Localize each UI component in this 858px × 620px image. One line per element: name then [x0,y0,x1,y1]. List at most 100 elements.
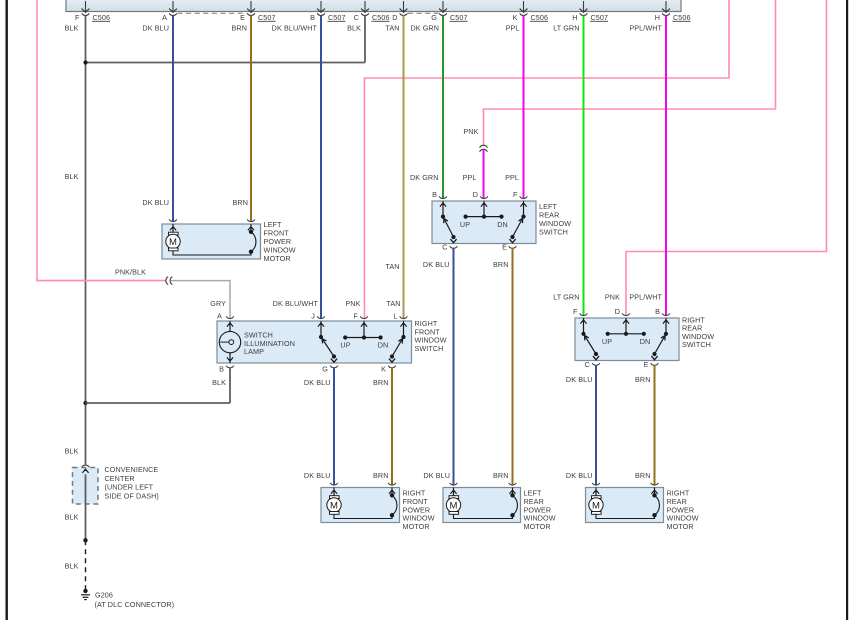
svg-text:PPL: PPL [506,24,520,33]
svg-text:E: E [644,360,649,369]
svg-text:PPL: PPL [505,173,519,182]
svg-text:RIGHT: RIGHT [403,489,426,498]
svg-text:POWER: POWER [524,505,552,514]
svg-text:D: D [392,13,397,22]
svg-text:E: E [502,242,507,251]
svg-text:UP: UP [460,220,470,229]
svg-text:K: K [381,365,386,374]
svg-text:G206: G206 [95,591,113,600]
svg-text:C: C [585,360,590,369]
svg-text:B: B [432,190,437,199]
svg-text:C507: C507 [258,13,276,22]
svg-text:BRN: BRN [233,198,248,207]
svg-text:M: M [330,500,338,511]
svg-text:(UNDER LEFT: (UNDER LEFT [105,483,154,492]
svg-text:C507: C507 [591,13,609,22]
svg-text:G: G [431,13,437,22]
svg-text:E: E [240,13,245,22]
svg-text:H: H [572,13,577,22]
svg-text:PPL: PPL [463,173,477,182]
svg-text:DN: DN [378,341,389,350]
svg-text:F: F [513,190,518,199]
svg-text:M: M [169,237,177,248]
svg-text:WINDOW: WINDOW [403,514,435,523]
svg-text:B: B [219,365,224,374]
svg-text:H: H [655,13,660,22]
svg-text:DK BLU: DK BLU [423,471,450,480]
svg-text:WINDOW: WINDOW [415,336,447,345]
svg-text:BRN: BRN [635,375,650,384]
svg-text:POWER: POWER [667,505,695,514]
svg-text:DK BLU: DK BLU [142,198,169,207]
svg-text:LT GRN: LT GRN [553,24,579,33]
svg-text:D: D [473,190,478,199]
svg-text:UP: UP [602,337,612,346]
svg-text:L: L [393,312,397,321]
svg-text:MOTOR: MOTOR [524,522,551,531]
svg-text:POWER: POWER [264,237,292,246]
svg-text:WINDOW: WINDOW [524,514,556,523]
svg-text:BRN: BRN [493,471,508,480]
svg-text:K: K [513,13,518,22]
svg-text:A: A [162,13,167,22]
svg-text:BRN: BRN [373,471,388,480]
svg-text:GRY: GRY [210,299,226,308]
svg-text:TAN: TAN [386,299,400,308]
svg-text:PNK: PNK [463,127,478,136]
svg-text:J: J [311,312,315,321]
svg-text:WINDOW: WINDOW [539,219,571,228]
svg-text:SWITCH: SWITCH [244,331,273,340]
svg-text:DK BLU: DK BLU [142,24,169,33]
svg-text:BLK: BLK [65,513,79,522]
svg-text:DK BLU: DK BLU [566,471,593,480]
svg-text:C: C [354,13,359,22]
svg-text:BLK: BLK [65,562,79,571]
svg-text:CENTER: CENTER [105,474,135,483]
svg-text:REAR: REAR [667,497,687,506]
svg-text:B: B [310,13,315,22]
svg-text:D: D [615,307,620,316]
svg-text:DK BLU: DK BLU [566,375,593,384]
svg-text:DK BLU: DK BLU [304,471,331,480]
svg-text:PNK/BLK: PNK/BLK [115,268,146,277]
svg-text:MOTOR: MOTOR [667,522,694,531]
svg-text:RIGHT: RIGHT [415,319,438,328]
svg-text:MOTOR: MOTOR [264,254,291,263]
svg-text:BRN: BRN [493,260,508,269]
svg-text:FRONT: FRONT [415,327,441,336]
svg-text:REAR: REAR [524,497,544,506]
svg-text:G: G [322,365,328,374]
svg-text:RIGHT: RIGHT [667,489,690,498]
svg-text:C506: C506 [531,13,549,22]
svg-text:UP: UP [340,341,350,350]
svg-text:BLK: BLK [212,378,226,387]
svg-text:LEFT: LEFT [264,220,282,229]
svg-text:DK BLU: DK BLU [423,260,450,269]
svg-text:M: M [449,500,457,511]
svg-text:SWITCH: SWITCH [539,227,568,236]
svg-text:DK GRN: DK GRN [410,173,439,182]
svg-text:TAN: TAN [385,24,399,33]
svg-text:PPL/WHT: PPL/WHT [629,24,662,33]
svg-text:LAMP: LAMP [244,347,264,356]
svg-text:DK BLU/WHT: DK BLU/WHT [272,24,318,33]
svg-text:A: A [217,312,222,321]
svg-text:DK BLU/WHT: DK BLU/WHT [273,299,319,308]
svg-text:DN: DN [640,337,651,346]
svg-text:TAN: TAN [385,262,399,271]
svg-text:PNK: PNK [345,299,360,308]
svg-text:C506: C506 [673,13,691,22]
svg-text:MOTOR: MOTOR [403,522,430,531]
svg-text:BLK: BLK [347,24,361,33]
svg-text:REAR: REAR [682,324,702,333]
svg-text:SIDE OF DASH): SIDE OF DASH) [105,491,159,500]
svg-text:FRONT: FRONT [403,497,429,506]
svg-text:DK GRN: DK GRN [410,24,439,33]
svg-text:RIGHT: RIGHT [682,315,705,324]
svg-text:C507: C507 [450,13,468,22]
svg-text:LEFT: LEFT [539,202,557,211]
svg-text:CONVENIENCE: CONVENIENCE [105,465,159,474]
svg-text:M: M [592,500,600,511]
svg-text:B: B [655,307,660,316]
svg-text:F: F [573,307,578,316]
